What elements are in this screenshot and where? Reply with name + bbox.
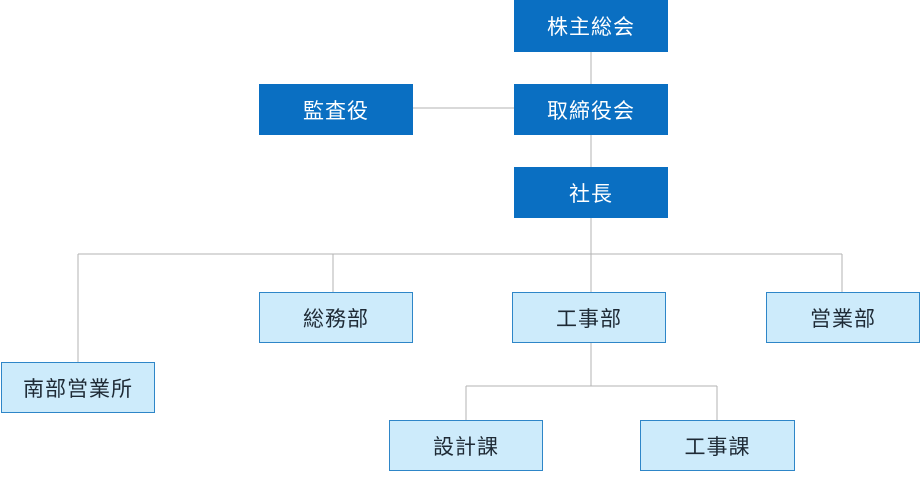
node-label: 株主総会 xyxy=(547,15,635,39)
node-label: 設計課 xyxy=(433,434,499,459)
node-board-of-directors: 取締役会 xyxy=(514,84,668,135)
node-label: 工事部 xyxy=(556,306,622,331)
node-shareholders-meeting: 株主総会 xyxy=(514,0,668,52)
node-construction-section: 工事課 xyxy=(640,420,795,471)
node-label: 総務部 xyxy=(303,306,369,331)
node-label: 社長 xyxy=(569,181,613,206)
node-label: 工事課 xyxy=(684,434,751,459)
node-sales-dept: 営業部 xyxy=(766,292,920,343)
node-construction-dept: 工事部 xyxy=(512,292,666,343)
node-design-section: 設計課 xyxy=(389,420,543,471)
node-south-sales-office: 南部営業所 xyxy=(1,362,155,413)
node-auditor: 監査役 xyxy=(259,84,413,135)
node-label: 監査役 xyxy=(303,98,369,123)
node-label: 南部営業所 xyxy=(23,376,133,401)
node-label: 取締役会 xyxy=(547,98,635,123)
node-president: 社長 xyxy=(514,167,668,218)
node-general-affairs: 総務部 xyxy=(259,292,413,343)
node-label: 営業部 xyxy=(810,306,876,331)
